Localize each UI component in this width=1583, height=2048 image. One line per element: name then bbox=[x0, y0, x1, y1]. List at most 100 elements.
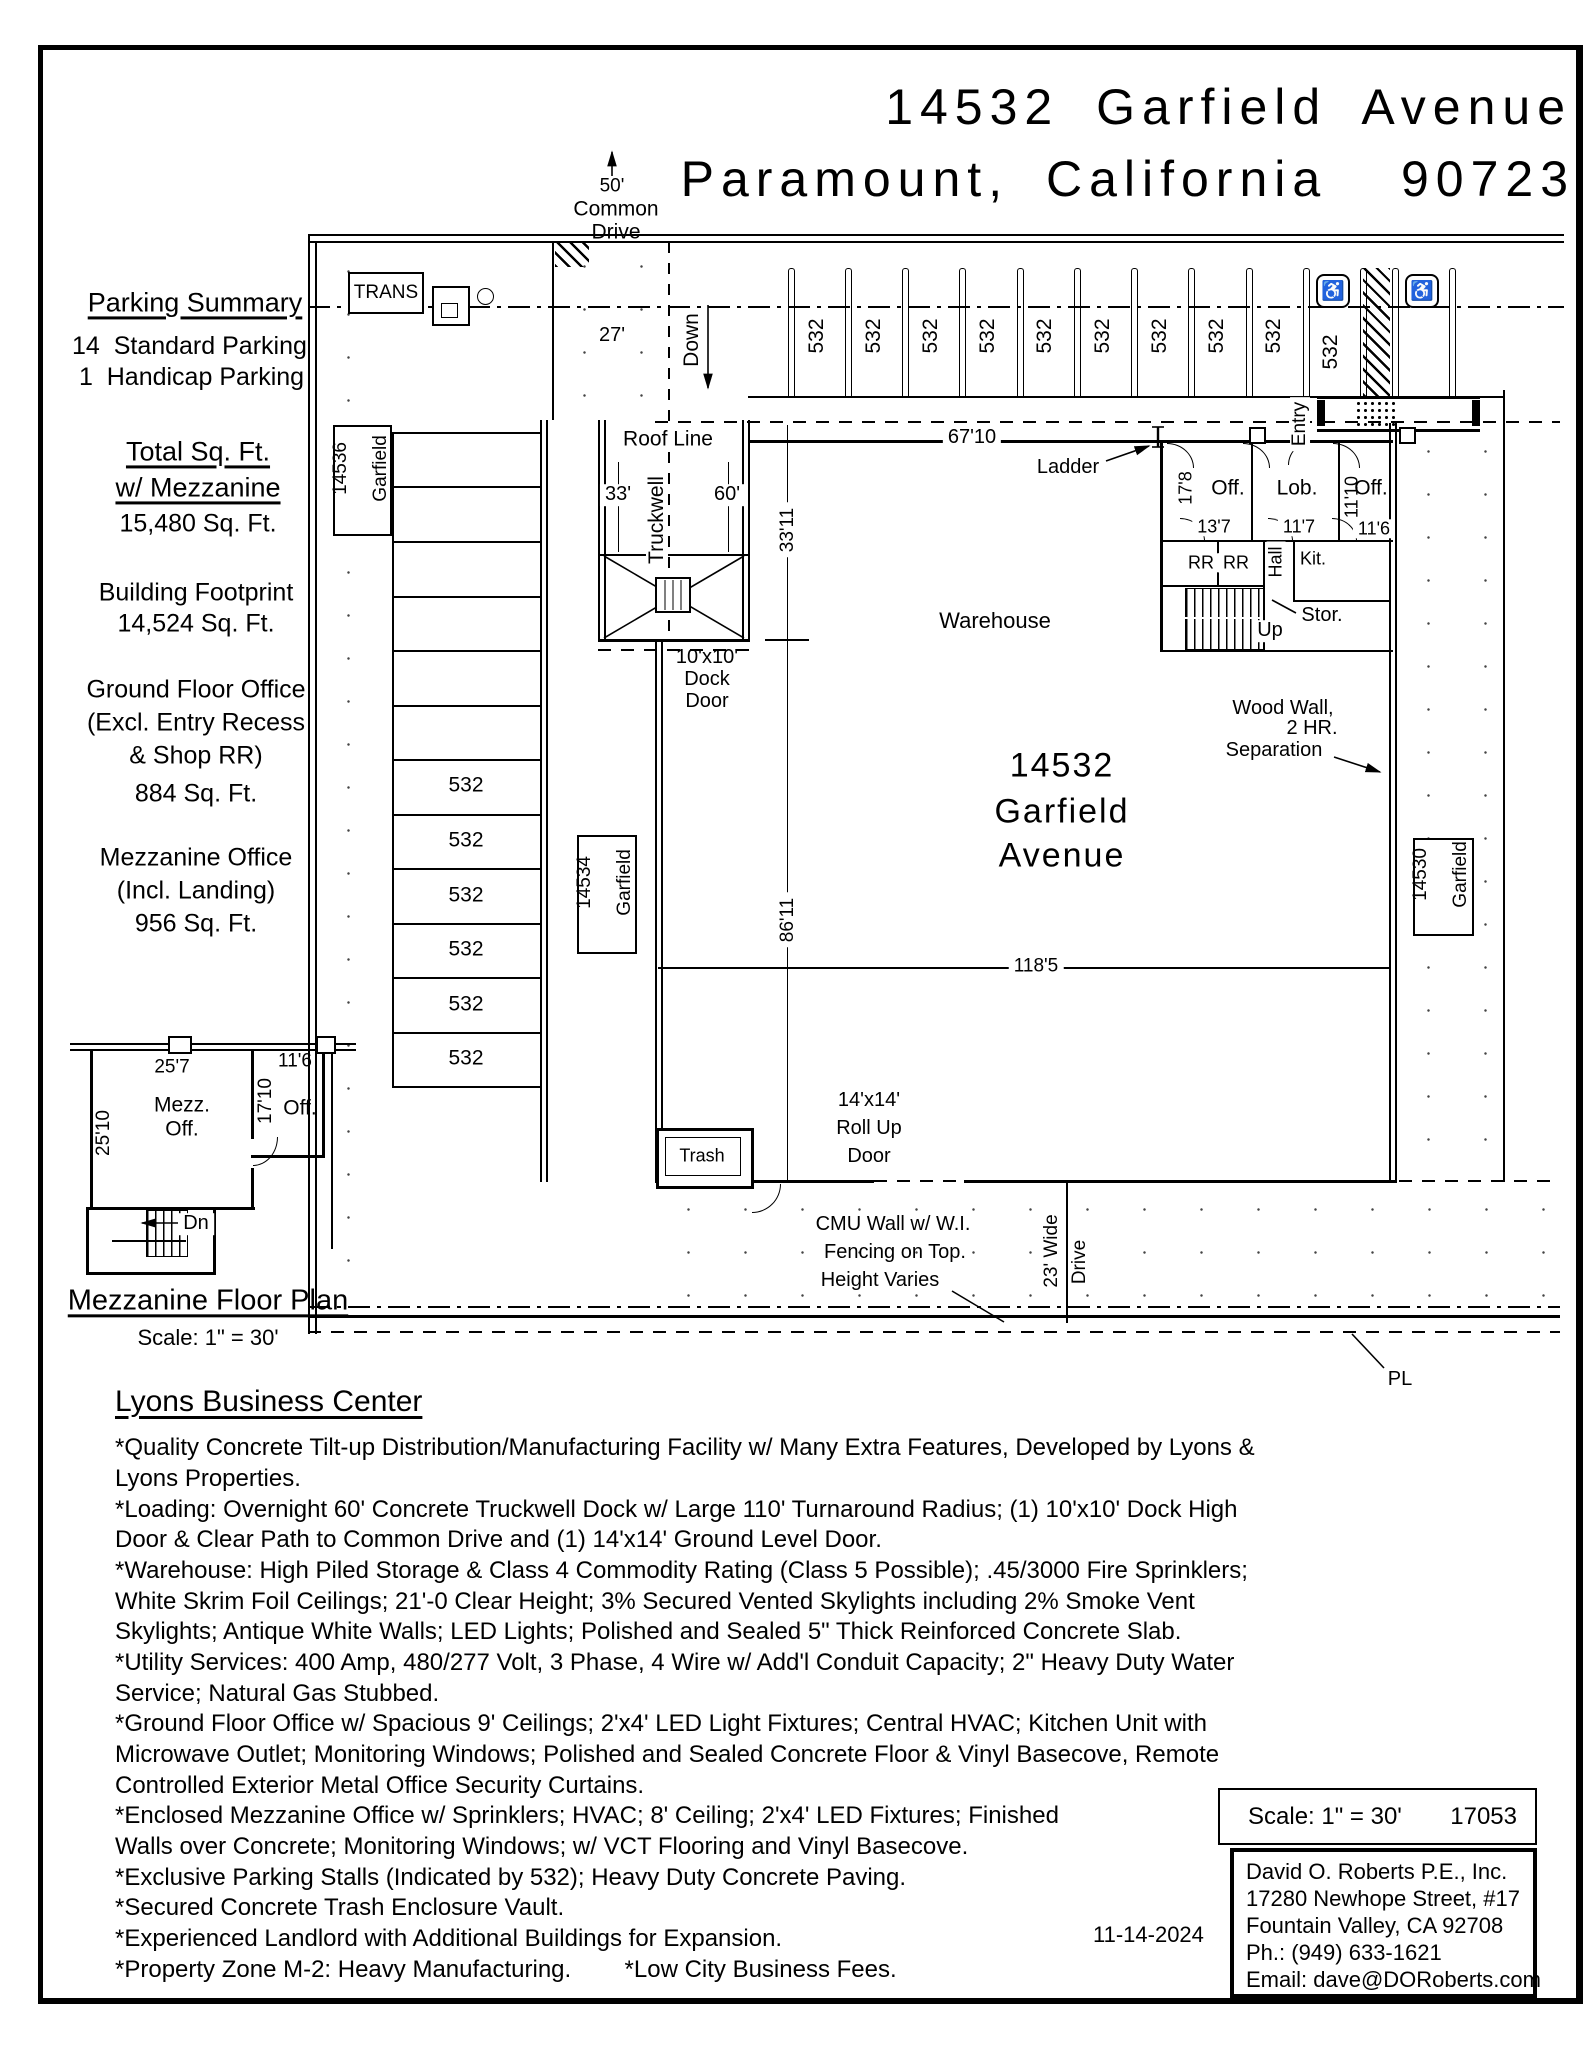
common-drive-word1: Common bbox=[573, 197, 659, 221]
warehouse-south-wall bbox=[655, 1180, 1395, 1183]
building-footprint-heading: Building Footprint bbox=[98, 578, 294, 607]
rollup-door-dashed bbox=[874, 1180, 964, 1182]
office-label-lob: Lob. bbox=[1276, 476, 1318, 500]
left-stall-divider bbox=[392, 486, 540, 488]
stair-rail bbox=[1185, 617, 1263, 619]
office-partition-1 bbox=[1251, 442, 1253, 542]
common-drive-dim: 50' bbox=[599, 175, 625, 197]
stall-divider bbox=[845, 268, 852, 397]
description-line: Microwave Outlet; Monitoring Windows; Po… bbox=[115, 1741, 1220, 1768]
neighbor-box-14534 bbox=[577, 835, 637, 954]
mezzanine-office-value: 956 Sq. Ft. bbox=[134, 909, 258, 938]
mezz-off-room-right bbox=[322, 1049, 325, 1158]
stall-divider bbox=[1131, 268, 1138, 397]
neighbor-box-14530 bbox=[1413, 838, 1474, 936]
office-dim-11-6: 11'6 bbox=[1352, 518, 1396, 539]
warehouse-west-wall-1 bbox=[655, 642, 657, 1182]
common-drive-word2: Drive bbox=[591, 220, 641, 244]
stall-divider bbox=[1017, 268, 1024, 397]
mezzanine-plan-title: Mezzanine Floor Plan bbox=[67, 1284, 349, 1317]
stall-532-label: 532 bbox=[861, 318, 885, 354]
page-border-left bbox=[38, 45, 43, 2004]
office-dim-11-7: 11'7 bbox=[1277, 516, 1321, 537]
ground-floor-office-value: 884 Sq. Ft. bbox=[134, 779, 258, 808]
wood-wall-leader bbox=[1333, 756, 1382, 773]
left-stall-divider bbox=[392, 650, 540, 652]
stall-532-label: 532 bbox=[448, 773, 484, 797]
mezz-dim-25-10: 25'10 bbox=[93, 1105, 114, 1161]
drive-edge-line-1 bbox=[308, 234, 1564, 236]
office-label-off2: Off. bbox=[1354, 476, 1388, 500]
stall-divider bbox=[902, 268, 909, 397]
handicap-parking-icon: ♿ bbox=[1405, 274, 1439, 308]
front-dim-67-10: 67'10 bbox=[942, 427, 1002, 449]
left-stall-divider bbox=[392, 1032, 540, 1034]
south-edge-east-dashed bbox=[1399, 1180, 1559, 1182]
dim-witness-60 bbox=[728, 462, 729, 552]
office-label-stor: Stor. bbox=[1296, 605, 1348, 627]
mezzanine-office-line2: (Incl. Landing) bbox=[116, 876, 276, 905]
description-line: White Skrim Foil Ceilings; 21'-0 Clear H… bbox=[115, 1588, 1195, 1615]
stall-532-label: 532 bbox=[448, 992, 484, 1016]
description-heading: Lyons Business Center bbox=[115, 1385, 423, 1418]
sheet-title-line2: Paramount, California 90723 bbox=[680, 151, 1575, 207]
rollup-door-line3: Door bbox=[847, 1145, 891, 1168]
left-stall-divider bbox=[392, 596, 540, 598]
ground-floor-office-line1: Ground Floor Office bbox=[86, 675, 306, 704]
concrete-texture-east-strip bbox=[1400, 430, 1500, 1175]
south-drive-centerline bbox=[308, 1306, 1560, 1308]
roof-line-label: Roof Line bbox=[618, 428, 718, 452]
trash-enclosure-inner bbox=[665, 1137, 741, 1176]
mezz-top-line-1 bbox=[70, 1043, 356, 1045]
truckwell-label: Truckwell bbox=[645, 471, 669, 569]
office-dim-17-8: 17'8 bbox=[1175, 471, 1196, 505]
total-sqft-heading-2: w/ Mezzanine bbox=[115, 472, 281, 503]
dock-door-line3: Door bbox=[685, 690, 729, 713]
east-neighbor-edge bbox=[1503, 390, 1505, 1182]
stall-divider bbox=[788, 268, 795, 397]
mezz-building-edge bbox=[331, 1049, 333, 1249]
mezz-top-notch-2 bbox=[316, 1036, 336, 1054]
stall-532-label: 532 bbox=[1032, 318, 1056, 354]
description-line: *Quality Concrete Tilt-up Distribution/M… bbox=[115, 1434, 1255, 1461]
stall-532-label: 532 bbox=[1318, 334, 1342, 370]
description-line: *Secured Concrete Trash Enclosure Vault. bbox=[115, 1894, 565, 1921]
truckwell-wall-left-2 bbox=[604, 420, 606, 642]
address-label-line3: Avenue bbox=[998, 836, 1126, 875]
wood-wall-note-line1: Wood Wall, bbox=[1232, 697, 1334, 720]
stall-532-label: 532 bbox=[975, 318, 999, 354]
office-label-up: Up bbox=[1252, 620, 1288, 642]
left-stall-divider bbox=[392, 868, 540, 870]
description-line: Skylights; Antique White Walls; LED Ligh… bbox=[115, 1618, 1182, 1645]
truckwell-wall-right-1 bbox=[742, 420, 744, 642]
description-line: Lyons Properties. bbox=[115, 1465, 301, 1492]
stall-532-label: 532 bbox=[1090, 318, 1114, 354]
stor-leader bbox=[1271, 599, 1297, 614]
cmu-note-line3: Height Varies bbox=[820, 1269, 940, 1292]
scale-box: Scale: 1" = 30' 17053 bbox=[1218, 1788, 1537, 1845]
office-dim-13-7: 13'7 bbox=[1192, 516, 1236, 537]
entry-recess-block-right bbox=[1472, 400, 1480, 426]
apron-dashed-line bbox=[655, 421, 1560, 423]
stall-532-label: 532 bbox=[1147, 318, 1171, 354]
mezz-off-label: Off. bbox=[283, 1096, 317, 1120]
total-sqft-value: 15,480 Sq. Ft. bbox=[119, 509, 277, 538]
left-drive-edge-1 bbox=[308, 234, 310, 1334]
kitchen-bottom-wall bbox=[1293, 600, 1391, 602]
truckwell-pit-top bbox=[600, 554, 748, 556]
page-border-top bbox=[38, 45, 1583, 50]
ramp-left-edge bbox=[552, 242, 554, 420]
left-stall-divider bbox=[392, 705, 540, 707]
kitchen-west-wall bbox=[1293, 542, 1295, 602]
left-stall-divider bbox=[392, 814, 540, 816]
wood-wall-note-line2: 2 HR. bbox=[1286, 717, 1338, 740]
page-border-right bbox=[1576, 45, 1583, 2004]
transformer-symbol-inner bbox=[441, 303, 458, 318]
west-neighbor-wall-2 bbox=[546, 420, 548, 1182]
dim-86-11: 86'11 bbox=[777, 892, 798, 948]
description-line: *Ground Floor Office w/ Spacious 9' Ceil… bbox=[115, 1710, 1207, 1737]
left-stall-divider bbox=[392, 1086, 540, 1088]
transformer-pad-box: TRANS bbox=[348, 272, 424, 314]
